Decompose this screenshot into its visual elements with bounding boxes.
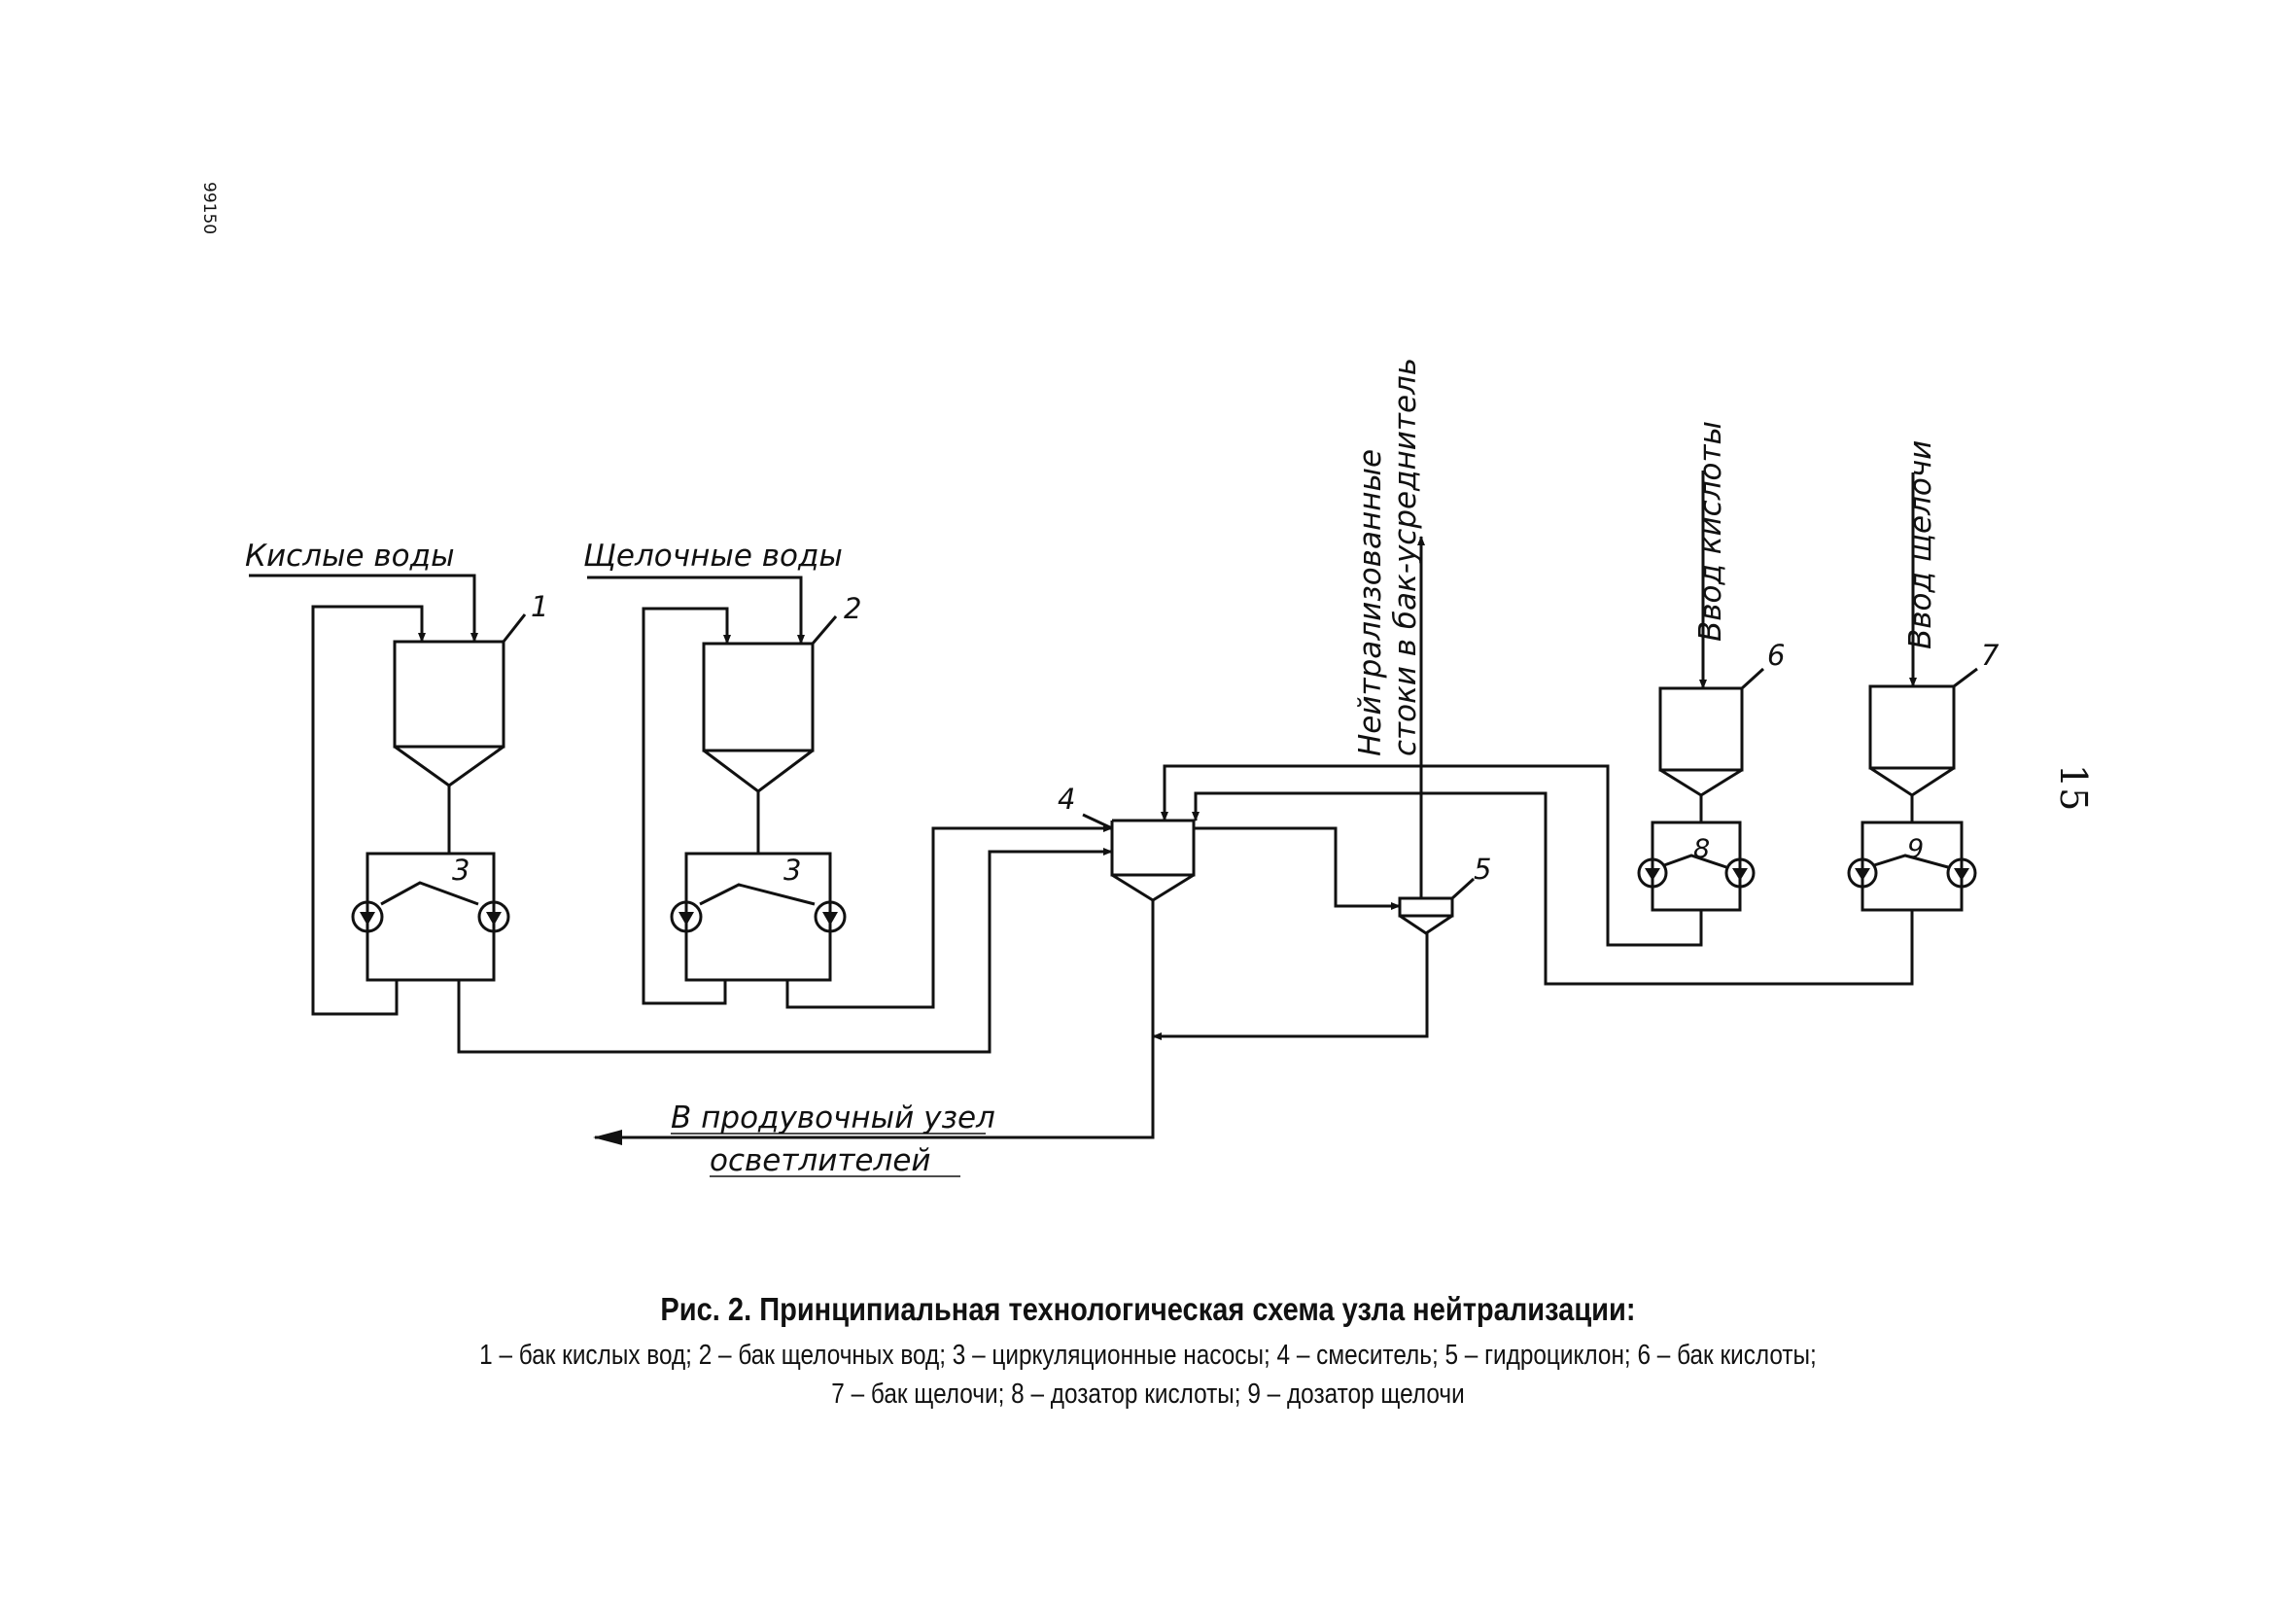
acid-water-tank-1 [393, 640, 505, 787]
hydrocyclone-5 [1398, 896, 1454, 935]
label-9: 9 [1907, 834, 1924, 864]
acid-tank-6 [1658, 686, 1744, 797]
blowdown-outlet-label-1: В продувочный узел [671, 1100, 995, 1135]
alkali-input-label: Ввод щелочи [1903, 440, 1938, 649]
alkaline-waters-inlet-label: Щелочные воды [583, 539, 843, 574]
label-7: 7 [1981, 639, 2000, 672]
pump-icon [1732, 868, 1748, 881]
acid-doser-8 [1637, 821, 1756, 912]
pump-icon [822, 912, 838, 926]
circulation-pumps-3b [670, 852, 847, 982]
circulation-pumps-3a [351, 852, 510, 982]
label-2: 2 [844, 592, 861, 625]
document-number: 99150 [199, 182, 219, 234]
alkaline-water-tank-2 [702, 642, 815, 793]
page-number: 15 [2052, 764, 2095, 811]
blowdown-outlet-label-2: осветлителей [710, 1143, 931, 1178]
label-3b: 3 [783, 854, 801, 887]
neutralized-outlet-label-2: стоки в бак-усреднитель [1388, 358, 1423, 756]
pump-icon [678, 912, 694, 926]
figure-legend-line-1: 1 – бак кислых вод; 2 – бак щелочных вод… [479, 1340, 1817, 1371]
neutralized-outlet-label-1: Нейтрализованные [1353, 449, 1388, 756]
label-8: 8 [1693, 834, 1710, 864]
pump-icon [1645, 868, 1660, 881]
pump-icon [360, 912, 375, 926]
label-4: 4 [1058, 783, 1075, 816]
pump-icon [1855, 868, 1870, 881]
label-6: 6 [1767, 639, 1785, 672]
figure-legend-line-2: 7 – бак щелочи; 8 – дозатор кислоты; 9 –… [831, 1379, 1465, 1410]
figure-caption-title: Рис. 2. Принципиальная технологическая с… [660, 1291, 1636, 1327]
acid-waters-inlet-label: Кислые воды [245, 539, 455, 574]
mixer-4 [1110, 819, 1196, 902]
pump-icon [1954, 868, 1969, 881]
acid-input-label: Ввод кислоты [1693, 421, 1728, 642]
label-3a: 3 [452, 854, 470, 887]
label-5: 5 [1474, 853, 1491, 886]
label-1: 1 [531, 590, 548, 623]
pump-icon [486, 912, 502, 926]
alkali-tank-7 [1868, 684, 1956, 797]
